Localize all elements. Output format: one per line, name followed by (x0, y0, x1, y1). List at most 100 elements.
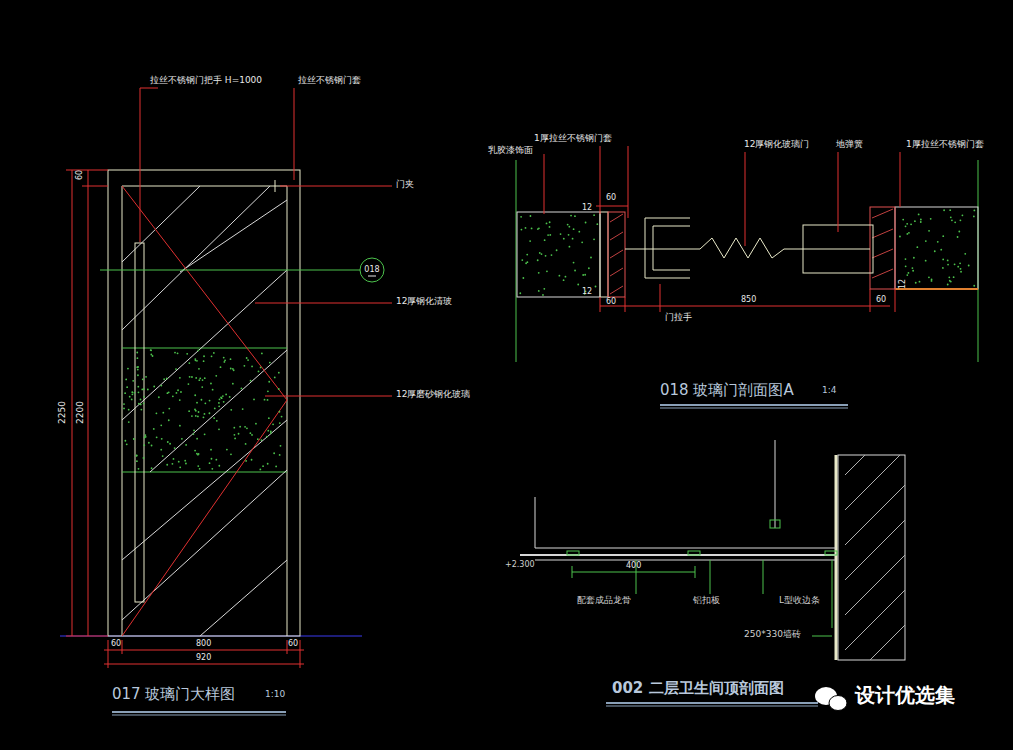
speckle (266, 436, 268, 438)
speckle (188, 362, 190, 364)
annotation: 60 (288, 640, 298, 649)
speckle (138, 403, 140, 405)
speckle (209, 400, 211, 402)
speckle (951, 219, 953, 221)
speckle (273, 452, 275, 454)
speckle (269, 362, 271, 364)
annotation: 门夹 (396, 180, 414, 190)
speckle (221, 397, 223, 399)
speckle (251, 459, 253, 461)
speckle (238, 433, 240, 435)
speckle (203, 360, 205, 362)
pull-handle (645, 218, 690, 278)
speckle (124, 440, 126, 442)
speckle (531, 227, 533, 229)
speckle (214, 408, 216, 410)
speckle (136, 455, 138, 457)
annotation: 920 (196, 654, 211, 663)
speckle (526, 254, 528, 256)
speckle (136, 366, 138, 368)
speckle (179, 399, 181, 401)
speckle (166, 378, 168, 380)
annotation: 铝扣板 (693, 596, 720, 606)
speckle (201, 386, 203, 388)
speckle (142, 378, 144, 380)
speckle (198, 379, 200, 381)
speckle (908, 272, 910, 274)
annotation: 拉丝不锈钢门把手 H=1000 (150, 76, 262, 86)
speckle (196, 453, 198, 455)
speckle (123, 408, 125, 410)
speckle (973, 209, 975, 211)
speckle (942, 267, 944, 269)
speckle (581, 241, 583, 243)
speckle (267, 430, 269, 432)
speckle (138, 468, 140, 470)
speckle (199, 468, 201, 470)
speckle (143, 444, 145, 446)
speckle (567, 224, 569, 226)
speckle (906, 223, 908, 225)
speckle (549, 226, 551, 228)
annotation: 1:4 (822, 386, 836, 396)
speckle (560, 233, 562, 235)
speckle (954, 221, 956, 223)
annotation: 12 (582, 204, 592, 213)
speckle (220, 397, 222, 399)
speckle (558, 275, 560, 277)
annotation: 800 (196, 640, 211, 649)
speckle (578, 231, 580, 233)
speckle (174, 352, 176, 354)
speckle (959, 262, 961, 264)
speckle (905, 265, 907, 267)
speckle (954, 263, 956, 265)
speckle (960, 271, 962, 273)
speckle (572, 238, 574, 240)
speckle (270, 432, 272, 434)
speckle (133, 438, 135, 440)
speckle (131, 399, 133, 401)
speckle (162, 412, 164, 414)
annotation: 12厚磨砂钢化玻璃 (396, 390, 470, 400)
speckle (950, 281, 952, 283)
speckle (520, 216, 522, 218)
speckle (947, 260, 949, 262)
speckle (525, 227, 527, 229)
speckle (177, 352, 179, 354)
speckle (229, 396, 231, 398)
speckle (193, 430, 195, 432)
speckle (261, 353, 263, 355)
speckle (156, 412, 158, 414)
speckle (958, 231, 960, 233)
speckle (930, 218, 932, 220)
speckle (197, 416, 199, 418)
speckle (166, 464, 168, 466)
speckle (156, 436, 158, 438)
speckle (180, 391, 182, 393)
speckle (168, 408, 170, 410)
speckle (910, 223, 912, 225)
speckle (542, 294, 544, 296)
speckle (224, 359, 226, 361)
speckle (150, 349, 152, 351)
speckle (251, 434, 253, 436)
speckle (124, 392, 126, 394)
speckle (905, 225, 907, 227)
speckle (196, 438, 198, 440)
speckle (176, 392, 178, 394)
speckle (215, 375, 217, 377)
speckle (151, 467, 153, 469)
speckle (275, 465, 277, 467)
speckle (543, 288, 545, 290)
speckle (169, 443, 171, 445)
speckle (138, 391, 140, 393)
annotation: 60 (76, 170, 85, 180)
speckle (188, 383, 190, 385)
frosted-speckle (123, 209, 975, 470)
speckle (195, 415, 197, 417)
leader-lines (572, 560, 832, 636)
speckle (570, 215, 572, 217)
speckle (232, 383, 234, 385)
speckle (546, 222, 548, 224)
annotation: 1厚拉丝不锈钢门套 (906, 140, 984, 150)
